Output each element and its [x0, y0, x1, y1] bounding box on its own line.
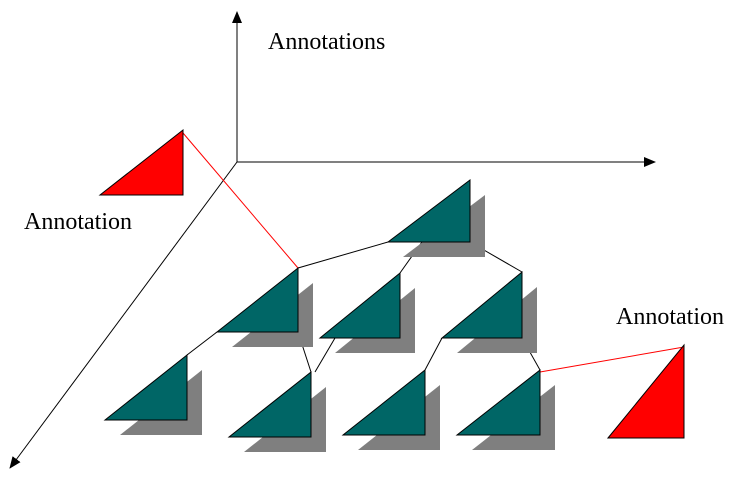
annotation-label-left: Annotation	[24, 209, 132, 235]
tree-node-c1	[455, 368, 555, 450]
tree-node-a1	[103, 353, 202, 435]
teal-triangle-icon	[318, 271, 401, 339]
annotation-link-left	[182, 132, 299, 269]
red-triangle-icon	[606, 343, 685, 439]
teal-triangle-icon	[103, 353, 188, 421]
teal-triangle-icon	[386, 178, 471, 243]
teal-triangle-icon	[341, 368, 426, 436]
tree-edge	[297, 241, 389, 269]
axis-diagonal	[9, 161, 238, 469]
teal-triangle-icon	[215, 266, 299, 333]
tree-node-c	[440, 270, 537, 353]
teal-triangle-icon	[455, 368, 541, 436]
tree-node-b	[318, 271, 415, 353]
annotation-shapes	[98, 128, 685, 439]
tree-edge	[186, 331, 218, 356]
tree-edge	[424, 337, 443, 371]
tree-node-a2	[227, 370, 326, 452]
tree-node-root	[386, 178, 485, 257]
annotation-link-right	[539, 346, 685, 373]
axes	[9, 11, 656, 469]
tree-node-a	[215, 266, 313, 347]
axes-title: Annotations	[268, 29, 386, 55]
annotation-links	[182, 132, 685, 373]
tree-node-b1	[341, 368, 440, 450]
tree-edge	[314, 337, 336, 373]
teal-triangle-icon	[227, 370, 312, 438]
tree-nodes	[103, 178, 555, 452]
teal-triangle-icon	[440, 270, 523, 339]
red-triangle-icon	[98, 128, 184, 196]
annotation-label-right: Annotation	[616, 304, 724, 330]
